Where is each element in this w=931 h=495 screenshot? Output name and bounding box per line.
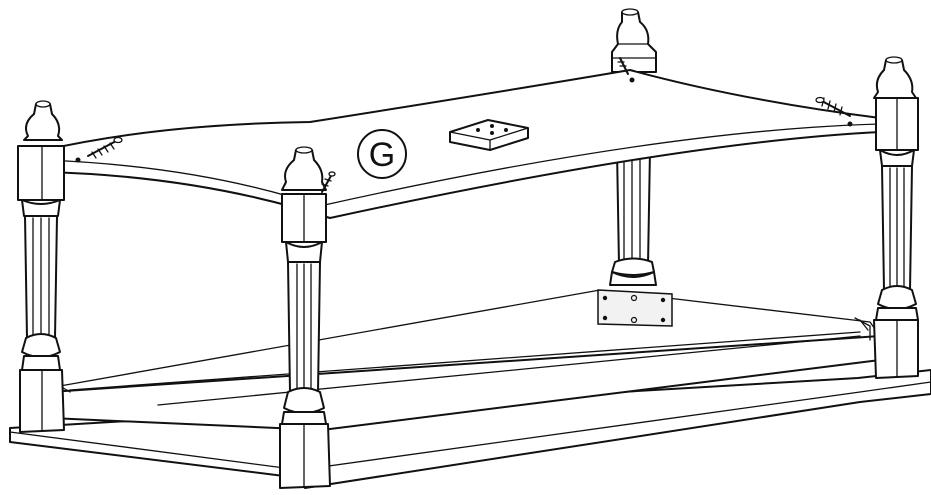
screw-icon	[815, 96, 851, 117]
leg-front-center	[279, 146, 331, 489]
center-block	[449, 119, 529, 151]
screw-hole	[847, 121, 853, 127]
block-hole	[490, 131, 494, 135]
screw-icon	[321, 171, 336, 193]
screw-hole	[629, 77, 635, 83]
bracket-hole	[660, 317, 666, 323]
block-hole	[490, 124, 494, 128]
leg-back-left	[17, 100, 65, 433]
apron-frame	[9, 289, 931, 489]
bracket-hole	[660, 297, 666, 303]
screw-icon	[87, 136, 123, 159]
part-label-g: G	[357, 129, 407, 179]
leg-front-right	[873, 56, 919, 379]
block-hole	[476, 128, 480, 132]
leg-back-right	[609, 8, 657, 286]
mounting-bracket	[597, 289, 673, 327]
screw-hole	[75, 157, 81, 163]
part-label-text: G	[369, 136, 395, 174]
bracket-hole	[602, 295, 608, 301]
screw-icon	[617, 57, 629, 75]
block-hole	[504, 128, 508, 132]
bracket-hole	[602, 315, 608, 321]
